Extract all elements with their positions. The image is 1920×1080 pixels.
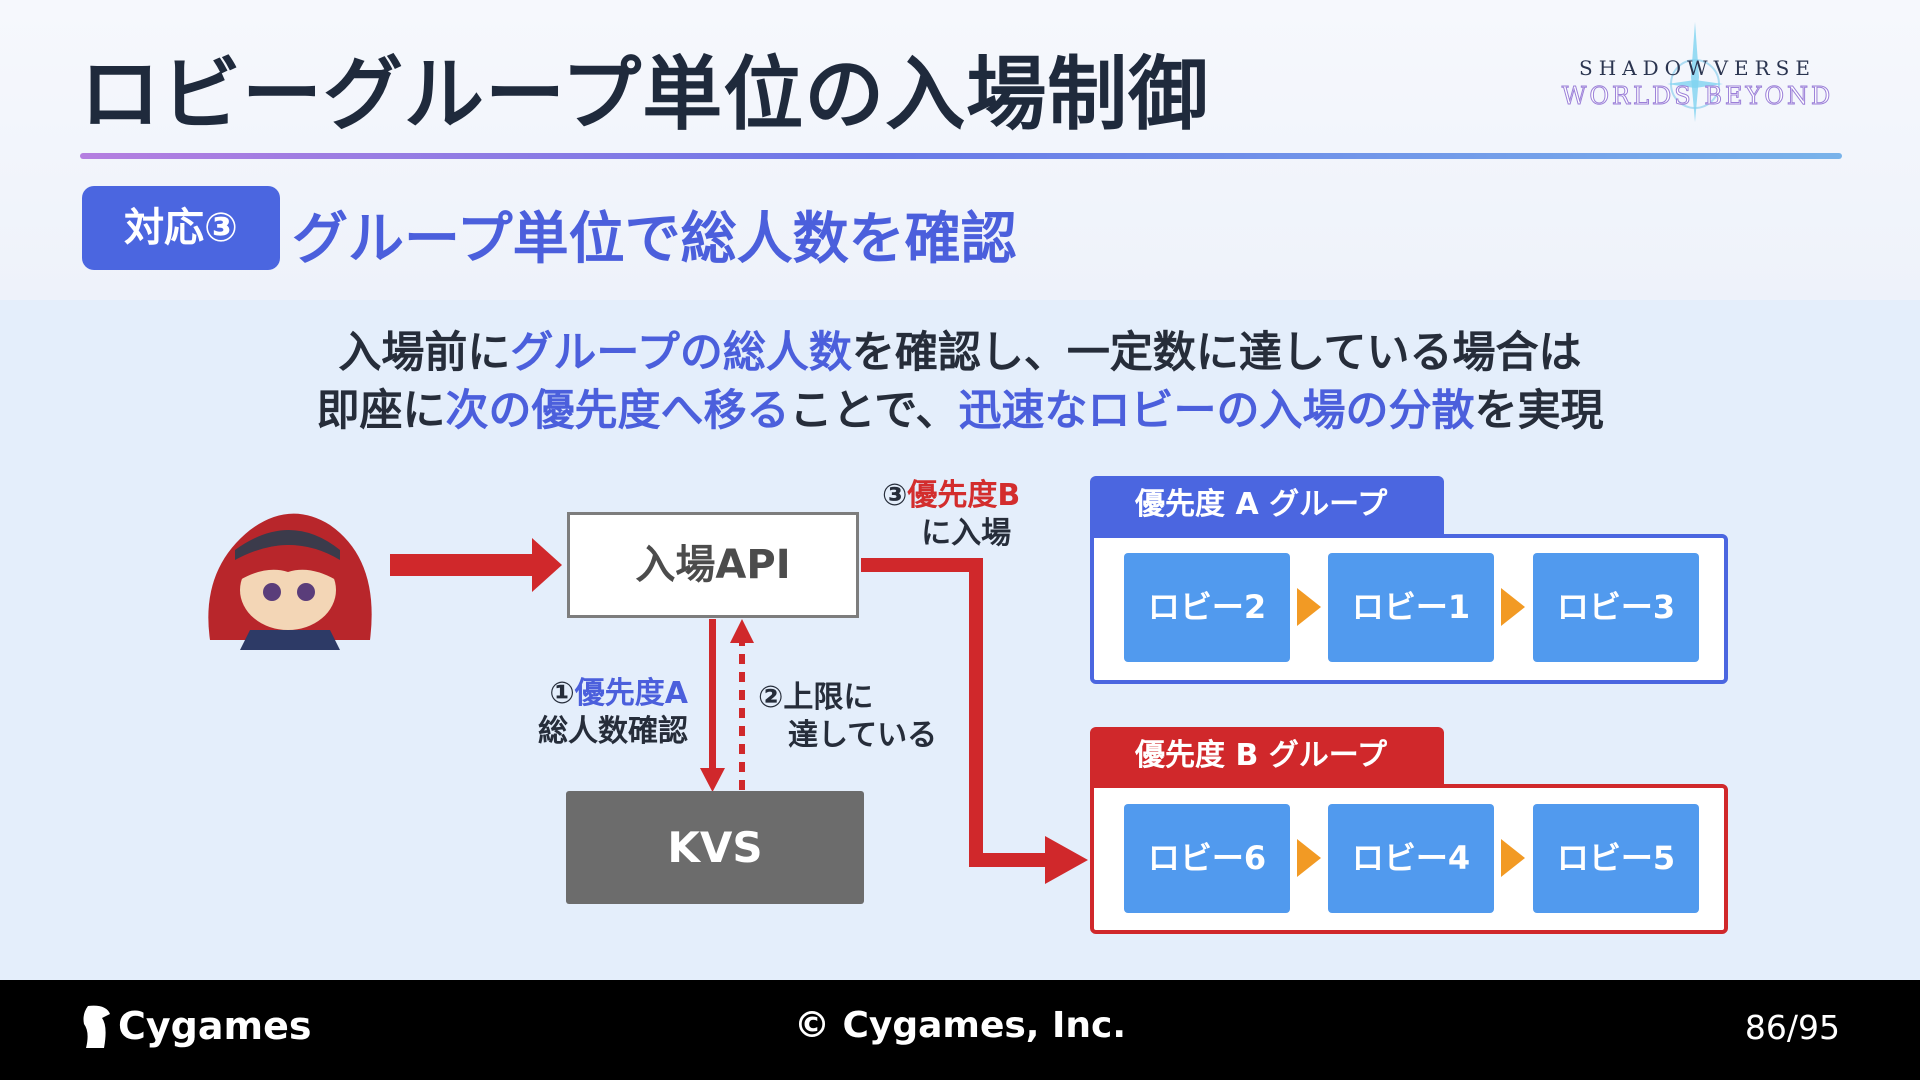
group-a-chevron-1-icon	[1297, 588, 1321, 626]
logo-star-icon	[1667, 22, 1723, 122]
logo-line2: WORLDS BEYOND	[1561, 82, 1834, 111]
entry-api-box: 入場API	[567, 512, 859, 618]
step-2-line2: 達している	[788, 718, 938, 753]
step-2-line1: ②上限に	[758, 680, 874, 715]
group-a-lobby-1: ロビー2	[1124, 553, 1290, 662]
lead-1-seg-0: 入場前に	[338, 328, 511, 378]
title-divider	[80, 153, 1842, 159]
slide-title: ロビーグループ単位の入場制御	[80, 48, 1210, 141]
header-background	[0, 0, 1920, 300]
step-1-highlight: 優先度A	[574, 676, 688, 711]
kvs-box: KVS	[566, 791, 864, 904]
lead-line-1: 入場前にグループの総人数を確認し、一定数に達している場合は	[0, 318, 1920, 380]
step-3-num: ③	[882, 478, 908, 513]
arrow-kvs-to-api-head	[730, 619, 754, 643]
lead-2-seg-4: を実現	[1474, 386, 1604, 436]
arrow-api-to-group-b	[861, 558, 1055, 867]
footer-brand: Cygames	[118, 1004, 312, 1048]
arrow-api-to-group-b-head	[1045, 836, 1088, 884]
footer-copyright: © Cygames, Inc.	[793, 1005, 1127, 1046]
step-1-num: ①	[549, 676, 575, 711]
group-a-chevron-2-icon	[1501, 588, 1525, 626]
lead-1-seg-1: グループの総人数	[510, 328, 852, 378]
section-subtitle: グループ単位で総人数を確認	[292, 207, 1017, 272]
arrow-user-to-api-head	[532, 538, 562, 592]
footer-bar	[0, 980, 1920, 1080]
group-b-tab: 優先度 B グループ	[1090, 727, 1444, 785]
logo-line1: SHADOWVERSE	[1579, 56, 1816, 80]
step-3-label: ③優先度B に入場	[882, 477, 1020, 553]
group-b-lobby-1: ロビー6	[1124, 804, 1290, 913]
lead-2-seg-1: 次の優先度へ移る	[445, 386, 790, 436]
game-logo: SHADOWVERSE WORLDS BEYOND	[1555, 20, 1840, 130]
arrow-api-to-kvs-head	[700, 768, 725, 792]
lead-line-2: 即座に次の優先度へ移ることで、迅速なロビーの入場の分散を実現	[0, 376, 1920, 438]
group-b-lobby-3: ロビー5	[1533, 804, 1699, 913]
lead-1-seg-2: を確認し、一定数に達している場合は	[851, 328, 1582, 378]
step-1-label: ①優先度A 総人数確認	[504, 675, 688, 751]
lead-2-seg-3: 迅速なロビーの入場の分散	[958, 386, 1475, 436]
arrow-api-to-kvs	[709, 619, 716, 771]
group-b-chevron-1-icon	[1297, 839, 1321, 877]
group-a-tab: 優先度 A グループ	[1090, 476, 1444, 534]
lead-2-seg-0: 即座に	[316, 386, 446, 436]
group-b-chevron-2-icon	[1501, 839, 1525, 877]
step-3-text: に入場	[921, 516, 1012, 551]
section-badge: 対応③	[82, 186, 280, 270]
step-2-label: ②上限に 達している	[758, 679, 937, 755]
arrow-user-to-api	[390, 554, 538, 576]
step-3-highlight: 優先度B	[907, 478, 1021, 513]
group-b-lobby-2: ロビー4	[1328, 804, 1494, 913]
lead-2-seg-2: ことで、	[789, 386, 959, 436]
page-number: 86/95	[1744, 1008, 1840, 1047]
group-a-lobby-2: ロビー1	[1328, 553, 1494, 662]
step-1-text: 総人数確認	[538, 714, 688, 749]
user-avatar-icon	[208, 513, 372, 650]
group-a-lobby-3: ロビー3	[1533, 553, 1699, 662]
cygames-logo-icon	[83, 1005, 110, 1048]
